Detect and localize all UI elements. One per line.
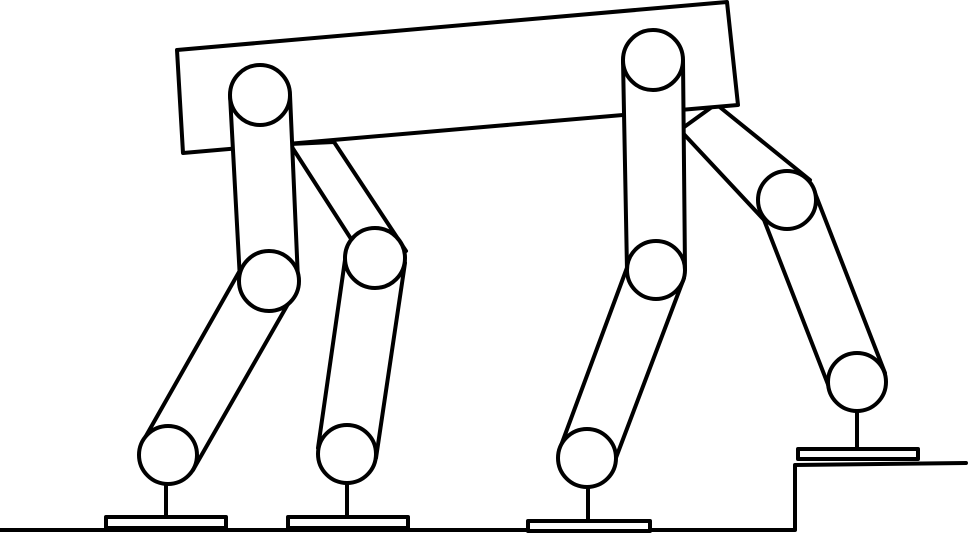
rear-far-foot-pad (286, 515, 410, 530)
rear-near-leg (104, 63, 301, 530)
front-far-foot-pad (796, 447, 920, 461)
front-far-knee-joint (756, 169, 818, 231)
front-near-foot-pad (526, 519, 652, 533)
rear-far-knee-joint (343, 226, 407, 290)
front-far-foot-joint (826, 351, 888, 413)
rear-near-hip-joint (228, 63, 292, 127)
front-near-knee-joint (625, 239, 687, 301)
rear-far-leg (286, 140, 410, 530)
rear-near-foot-pad (104, 515, 228, 530)
front-near-foot-joint (556, 427, 618, 489)
front-near-hip-joint (621, 28, 685, 92)
rear-near-foot-joint (137, 424, 199, 486)
rear-far-foot-joint (316, 423, 378, 485)
robot-body (175, 0, 740, 155)
front-near-leg (526, 28, 687, 533)
rear-near-knee-joint (237, 249, 301, 313)
front-far-leg (678, 102, 920, 461)
